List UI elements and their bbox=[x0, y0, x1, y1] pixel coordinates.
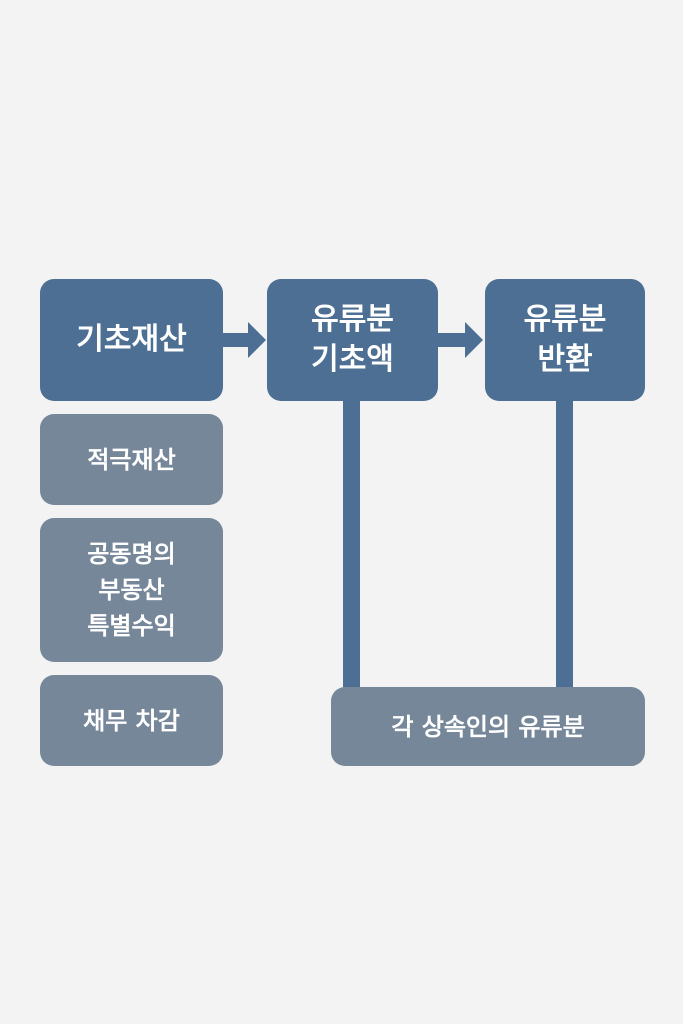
node-forced-share-base-label: 유류분 기초액 bbox=[311, 302, 394, 377]
node-joint-real-estate-label: 공동명의 부동산 특별수익 bbox=[87, 540, 176, 640]
node-forced-share-return: 유류분 반환 bbox=[485, 279, 645, 401]
node-forced-share-return-label: 유류분 반환 bbox=[523, 302, 607, 377]
node-each-heir-share-label: 각 상속인의 유류분 bbox=[391, 712, 585, 741]
node-forced-share-base: 유류분 기초액 bbox=[267, 279, 438, 401]
node-positive-property: 적극재산 bbox=[40, 414, 223, 505]
connector-base-to-heir-share bbox=[343, 398, 360, 690]
connector-return-to-heir-share bbox=[556, 398, 573, 690]
node-positive-property-label: 적극재산 bbox=[87, 445, 176, 474]
node-basic-property-label: 기초재산 bbox=[76, 322, 187, 357]
node-each-heir-share: 각 상속인의 유류분 bbox=[331, 687, 645, 766]
node-debt-deduction: 채무 차감 bbox=[40, 675, 223, 766]
node-basic-property: 기초재산 bbox=[40, 279, 223, 401]
node-joint-real-estate: 공동명의 부동산 특별수익 bbox=[40, 518, 223, 662]
node-debt-deduction-label: 채무 차감 bbox=[83, 706, 180, 735]
arrow-base-to-return bbox=[437, 322, 483, 358]
arrow-basic-to-base bbox=[222, 322, 266, 358]
